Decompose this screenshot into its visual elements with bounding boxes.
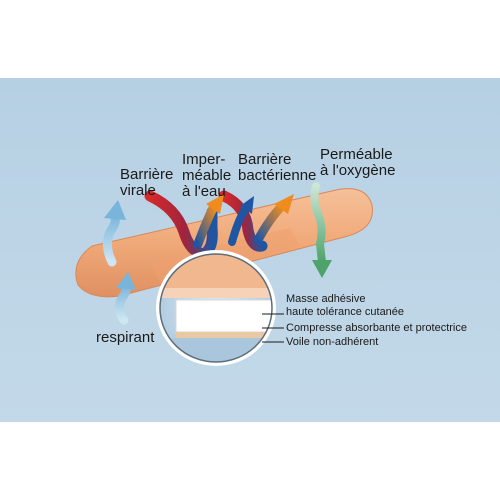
virus-barrier-arrow — [144, 190, 218, 260]
breathable-arrow-left — [102, 200, 126, 267]
oxygen-arrow — [310, 182, 332, 278]
magnifier-lens — [156, 250, 276, 366]
label-voile: Voile non-adhérent — [286, 336, 379, 348]
label-barriere-bacterienne: Barrière bactérienne — [238, 151, 317, 184]
waterproof-arrow — [193, 194, 224, 249]
label-impermeable: Imper- méable à l'eau — [182, 151, 232, 200]
blue-loop-arrow — [228, 196, 254, 246]
label-masse-adhesive: Masse adhésive haute tolérance cutanée — [286, 293, 405, 318]
label-compresse: Compresse absorbante et protectrice — [286, 322, 467, 334]
label-respirant: respirant — [96, 329, 155, 346]
callout-lines — [262, 313, 284, 343]
bacteria-barrier-arrow — [218, 190, 268, 252]
breathable-arrow-bottom — [114, 272, 136, 325]
bacteria-orange-arrow — [253, 194, 294, 245]
label-barriere-virale: Barrière virale — [120, 166, 174, 199]
label-permeable-oxygene: Perméable à l'oxygène — [320, 146, 396, 179]
non-adherent-veil — [176, 332, 272, 338]
